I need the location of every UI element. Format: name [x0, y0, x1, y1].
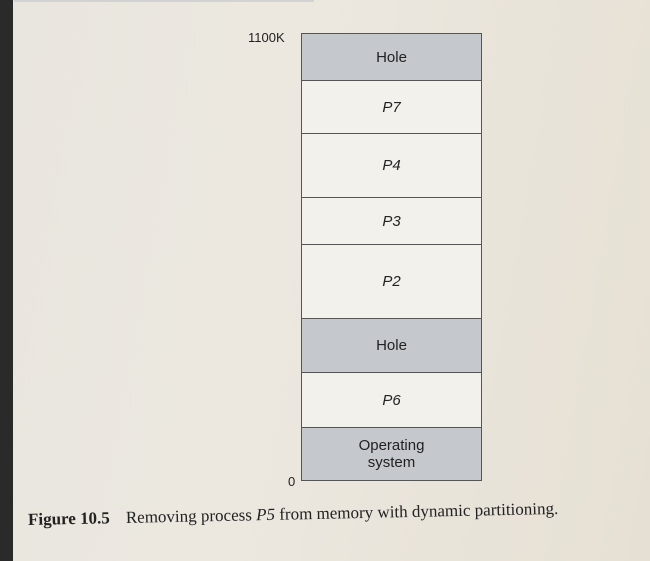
segment-label: P2 [382, 273, 401, 290]
segment-label: Hole [376, 337, 407, 354]
segment-hole-middle: Hole [302, 319, 481, 373]
segment-p6: P6 [302, 373, 481, 428]
caption-process: P5 [255, 504, 276, 525]
segment-label: P6 [382, 391, 401, 409]
segment-p4: P4 [302, 134, 481, 198]
segment-operating-system: Operating system [302, 428, 481, 480]
segment-label: P4 [382, 157, 401, 174]
memory-diagram: Hole P7 P4 P3 P2 Hole P6 Operating syste… [301, 33, 482, 481]
segment-p3: P3 [302, 198, 481, 245]
segment-hole-top: Hole [302, 34, 481, 81]
caption-text: Removing process [125, 505, 257, 527]
segment-label: P3 [382, 212, 401, 230]
figure-caption: Figure 10.5 Removing process P5 from memo… [28, 499, 559, 530]
segment-label: Hole [376, 48, 407, 66]
caption-text-end: from memory with dynamic partitioning. [274, 498, 559, 524]
figure-number: Figure 10.5 [27, 508, 111, 529]
bottom-address-label: 0 [288, 474, 296, 489]
segment-p2: P2 [302, 245, 481, 319]
segment-p7: P7 [302, 81, 481, 134]
cropped-header-text [14, 0, 314, 2]
top-address-label: 1100K [248, 30, 285, 45]
photo-edge [0, 0, 13, 561]
segment-label: P7 [382, 98, 401, 116]
segment-label: Operating system [358, 437, 425, 471]
